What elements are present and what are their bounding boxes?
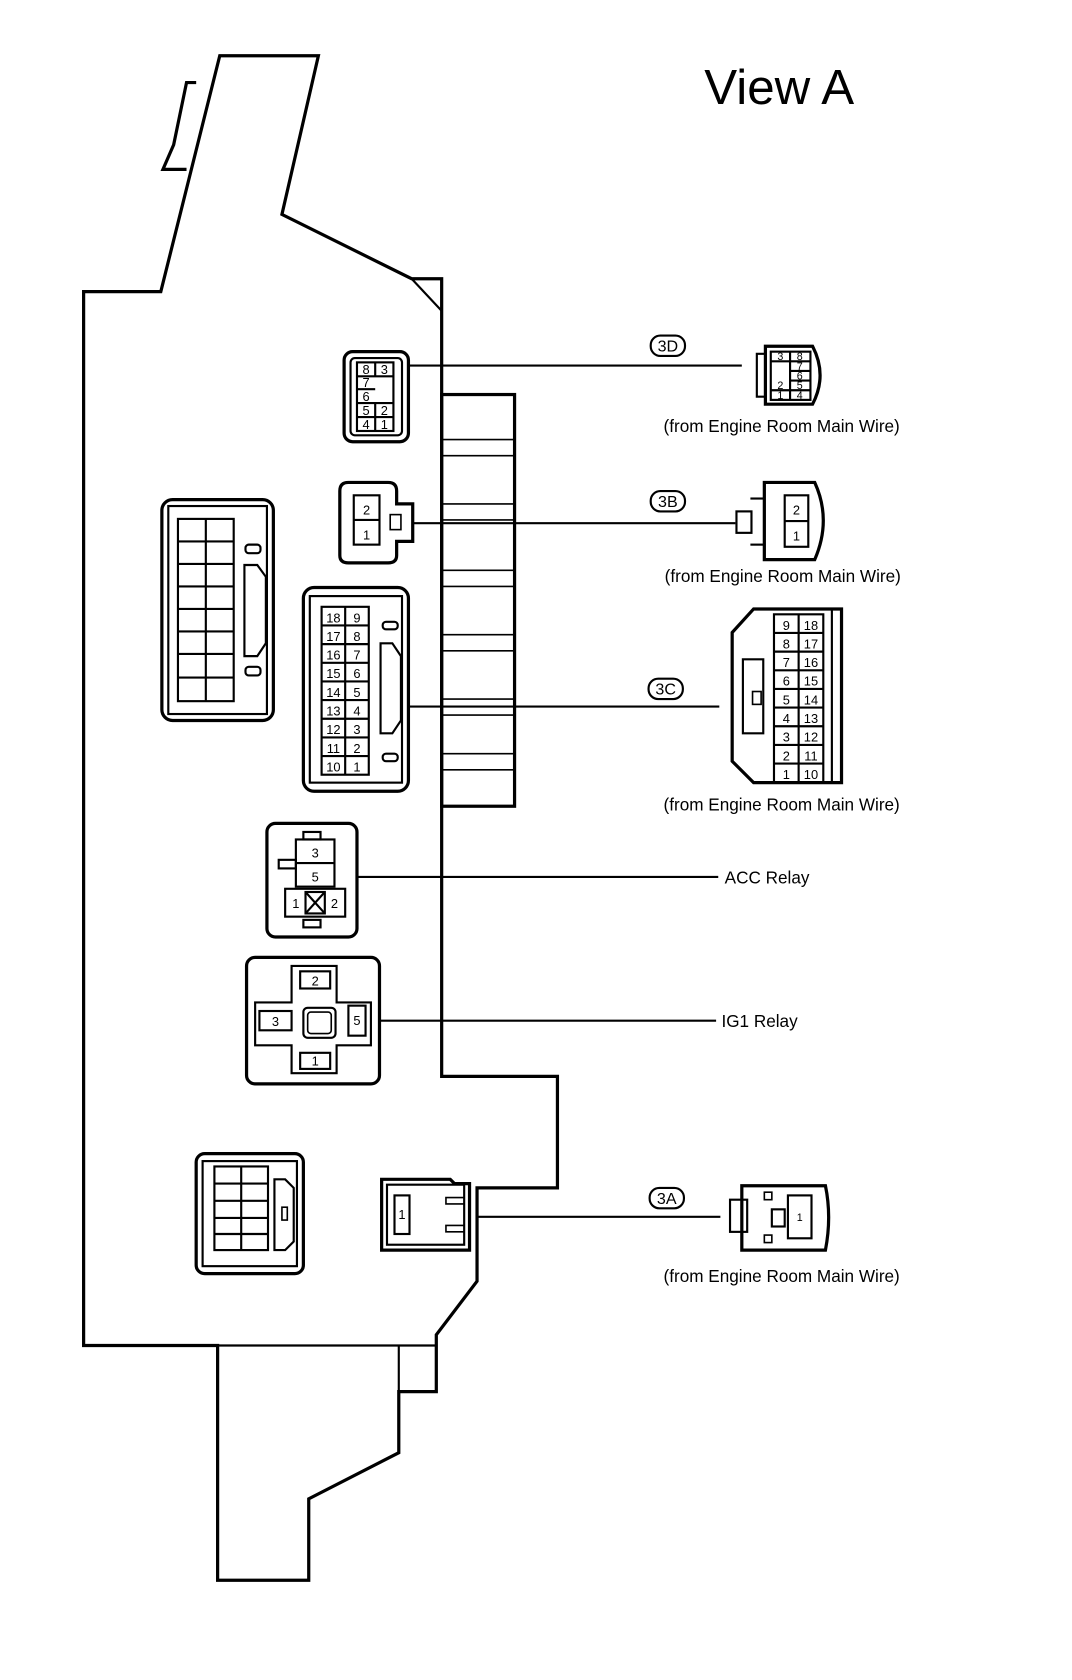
pin-label: 1 <box>353 759 360 774</box>
connector-3c-source: (from Engine Room Main Wire) <box>664 795 900 815</box>
pin-label: 2 <box>793 503 800 518</box>
pin-label: 9 <box>353 610 360 625</box>
connector-3b-tag: 3B <box>649 489 687 513</box>
pin-label: 13 <box>326 704 340 719</box>
pin-label: 1 <box>398 1207 405 1222</box>
pin-label: 2 <box>312 973 319 988</box>
pin-label: 17 <box>326 629 340 644</box>
connector-3d-tag: 3D <box>649 334 687 358</box>
connector-3d-socket[interactable]: 8 3 7 6 5 2 4 1 <box>342 350 411 444</box>
unlabeled-connector-small <box>194 1151 305 1276</box>
pin-label: 6 <box>353 666 360 681</box>
connector-3c-tag: 3C <box>647 677 684 701</box>
pin-label: 18 <box>326 610 340 625</box>
connector-id: 3C <box>655 681 676 699</box>
connector-id: 3D <box>658 338 679 356</box>
pin-label: 5 <box>797 380 803 392</box>
pin-label: 3 <box>353 722 360 737</box>
connector-3b-source: (from Engine Room Main Wire) <box>665 566 901 586</box>
pin-label: 11 <box>804 748 817 763</box>
connector-3b-plug[interactable]: 2 1 <box>735 480 825 562</box>
pin-grid: 8 3 7 6 5 2 4 1 <box>355 361 395 433</box>
pin-label: 5 <box>783 692 790 707</box>
pin-grid: 18 9 17 8 16 7 15 6 14 5 13 4 12 3 11 2 10 1 <box>320 605 370 776</box>
pin-label: 18 <box>804 618 818 633</box>
acc-relay-socket[interactable]: 3 5 1 2 <box>265 821 359 939</box>
acc-relay-label: ACC Relay <box>725 867 810 887</box>
pin-label: 9 <box>783 618 790 633</box>
pin-label: 5 <box>353 1013 360 1028</box>
pin-label: 1 <box>777 390 783 402</box>
junction-block-outline <box>82 54 560 1582</box>
pin-label: 5 <box>363 403 370 418</box>
pin-label: 2 <box>331 896 338 911</box>
connector-3c-socket[interactable]: 18 9 17 8 16 7 15 6 14 5 13 4 12 3 11 2 10 1 <box>301 585 411 793</box>
pin-label: 3 <box>783 730 790 745</box>
connector-id: 3A <box>657 1190 677 1208</box>
pin-label: 2 <box>353 741 360 756</box>
pin-label: 5 <box>312 869 319 884</box>
pin-label: 2 <box>777 380 783 392</box>
connector-3a-socket[interactable]: 1 <box>380 1177 472 1252</box>
pin-label: 4 <box>797 390 803 402</box>
pin-label: 1 <box>793 528 800 543</box>
pin-label: 3 <box>312 846 319 861</box>
pin-label: 4 <box>353 704 360 719</box>
ig1-relay-label: IG1 Relay <box>721 1011 798 1031</box>
pin-label: 12 <box>326 722 340 737</box>
pin-label: 2 <box>381 403 388 418</box>
connector-3a-source: (from Engine Room Main Wire) <box>664 1266 900 1286</box>
view-title: View A <box>704 60 854 115</box>
connector-3a-tag: 3A <box>648 1186 686 1210</box>
pin-label: 4 <box>783 711 790 726</box>
pin-label: 2 <box>363 503 370 518</box>
pin-label: 17 <box>804 636 818 651</box>
pin-label: 15 <box>804 674 818 689</box>
pin-label: 7 <box>783 655 790 670</box>
connector-3d-plug[interactable]: 3 8 7 6 2 5 1 4 <box>755 344 822 406</box>
unlabeled-connector-large <box>160 497 275 723</box>
pin-label: 6 <box>783 674 790 689</box>
pin-label: 16 <box>804 655 818 670</box>
pin-label: 7 <box>353 648 360 663</box>
connector-id: 3B <box>658 493 678 511</box>
pin-label: 3 <box>777 351 783 363</box>
pin-label: 1 <box>292 896 299 911</box>
pin-label: 11 <box>327 741 340 756</box>
pin-label: 6 <box>797 371 803 383</box>
connector-3a-plug[interactable]: 1 <box>728 1184 831 1252</box>
pin-label: 13 <box>804 711 818 726</box>
pin-label: 10 <box>326 759 340 774</box>
pin-label: 7 <box>797 361 803 373</box>
pin-label: 16 <box>326 648 340 663</box>
ig1-relay-socket[interactable]: 2 3 5 1 <box>244 955 382 1086</box>
connector-3b-socket[interactable]: 2 1 <box>338 480 415 565</box>
pin-label: 8 <box>353 629 360 644</box>
pin-label: 14 <box>326 685 340 700</box>
pin-label: 1 <box>312 1054 319 1069</box>
pin-label: 10 <box>804 767 818 782</box>
side-ribs <box>440 392 517 808</box>
pin-label: 8 <box>363 362 370 377</box>
pin-label: 1 <box>363 527 370 542</box>
connector-3d-source: (from Engine Room Main Wire) <box>664 416 900 436</box>
pin-label: 4 <box>363 417 370 432</box>
pin-label: 5 <box>353 685 360 700</box>
pin-label: 1 <box>797 1212 803 1224</box>
pin-label: 1 <box>783 767 790 782</box>
pin-label: 3 <box>381 362 388 377</box>
pin-label: 6 <box>363 389 370 404</box>
pin-label: 14 <box>804 692 818 707</box>
pin-label: 12 <box>804 730 818 745</box>
pin-label: 1 <box>381 417 388 432</box>
pin-label: 15 <box>326 666 340 681</box>
pin-label: 8 <box>783 636 790 651</box>
pin-label: 3 <box>272 1014 279 1029</box>
pin-label: 7 <box>363 375 370 390</box>
pin-label: 2 <box>783 748 790 763</box>
pin-label: 8 <box>797 351 803 363</box>
